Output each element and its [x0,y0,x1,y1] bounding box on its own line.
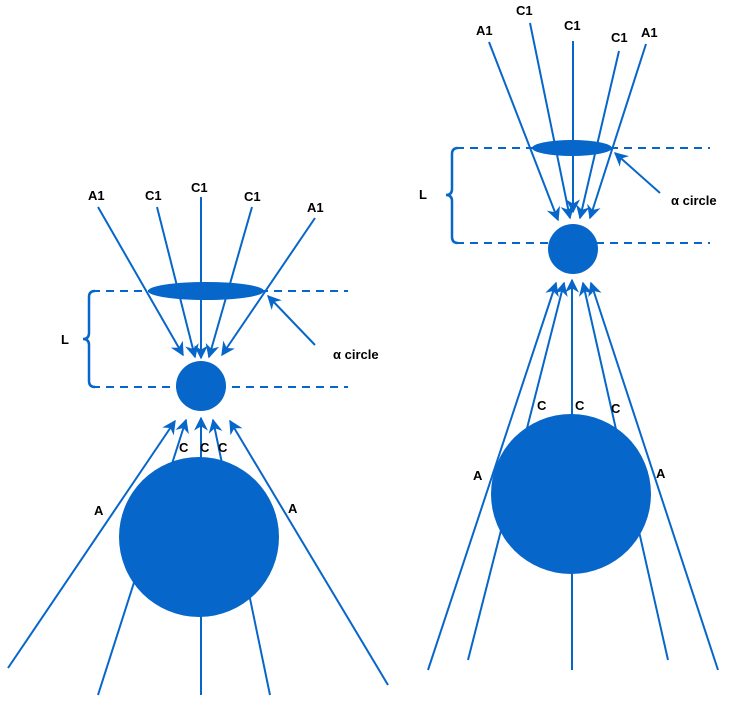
label-a1: A1 [476,23,493,38]
label-a: A [94,503,104,518]
annotation-label: α circle [671,193,717,208]
annotation-label: α circle [333,347,379,362]
label-a: A [288,501,298,516]
label-c: C [575,398,585,413]
label-c1: C1 [191,180,208,195]
right-labels: A1 C1 C1 C1 A1 L α circle A C C C A [419,3,717,483]
ray-a-left [7,419,176,669]
label-a: A [473,468,483,483]
label-c1: C1 [244,189,261,204]
brace [445,146,459,245]
label-c: C [200,440,210,455]
ray-c1-right [576,50,620,220]
ray-a1-left [488,41,560,222]
label-c1: C1 [145,188,162,203]
annotation-arrow [267,294,316,346]
label-a1: A1 [88,188,105,203]
label-a1: A1 [307,200,324,215]
brace [82,289,96,389]
left-labels: A1 C1 C1 C1 A1 L α circle A C C C A [61,180,379,518]
ray-a1-right [221,217,316,357]
alpha-circle-ellipse [532,140,612,156]
left-diagram [7,197,389,696]
large-sphere [119,457,279,617]
label-c: C [218,440,228,455]
right-diagram [427,22,719,671]
label-c1: C1 [611,30,628,45]
ray-c1-left [529,22,575,220]
label-a1: A1 [641,25,658,40]
label-c: C [537,398,547,413]
ray-a1-right [587,43,647,220]
ray-c1-left [156,206,199,359]
large-sphere [491,414,651,574]
small-sphere [548,224,598,274]
ray-a-right [588,281,719,671]
label-a: A [656,466,666,481]
ray-c1-right [205,206,253,359]
label-c1: C1 [564,18,581,33]
label-c: C [179,440,189,455]
label-l: L [419,187,427,202]
ray-a1-left [97,206,184,357]
ray-a-left [427,281,559,671]
ray-a-right [229,419,389,686]
small-sphere [176,361,226,411]
annotation-arrow [613,152,661,194]
alpha-circle-ellipse [148,282,264,300]
label-c1: C1 [516,3,533,18]
label-l: L [61,332,69,347]
label-c: C [611,401,621,416]
